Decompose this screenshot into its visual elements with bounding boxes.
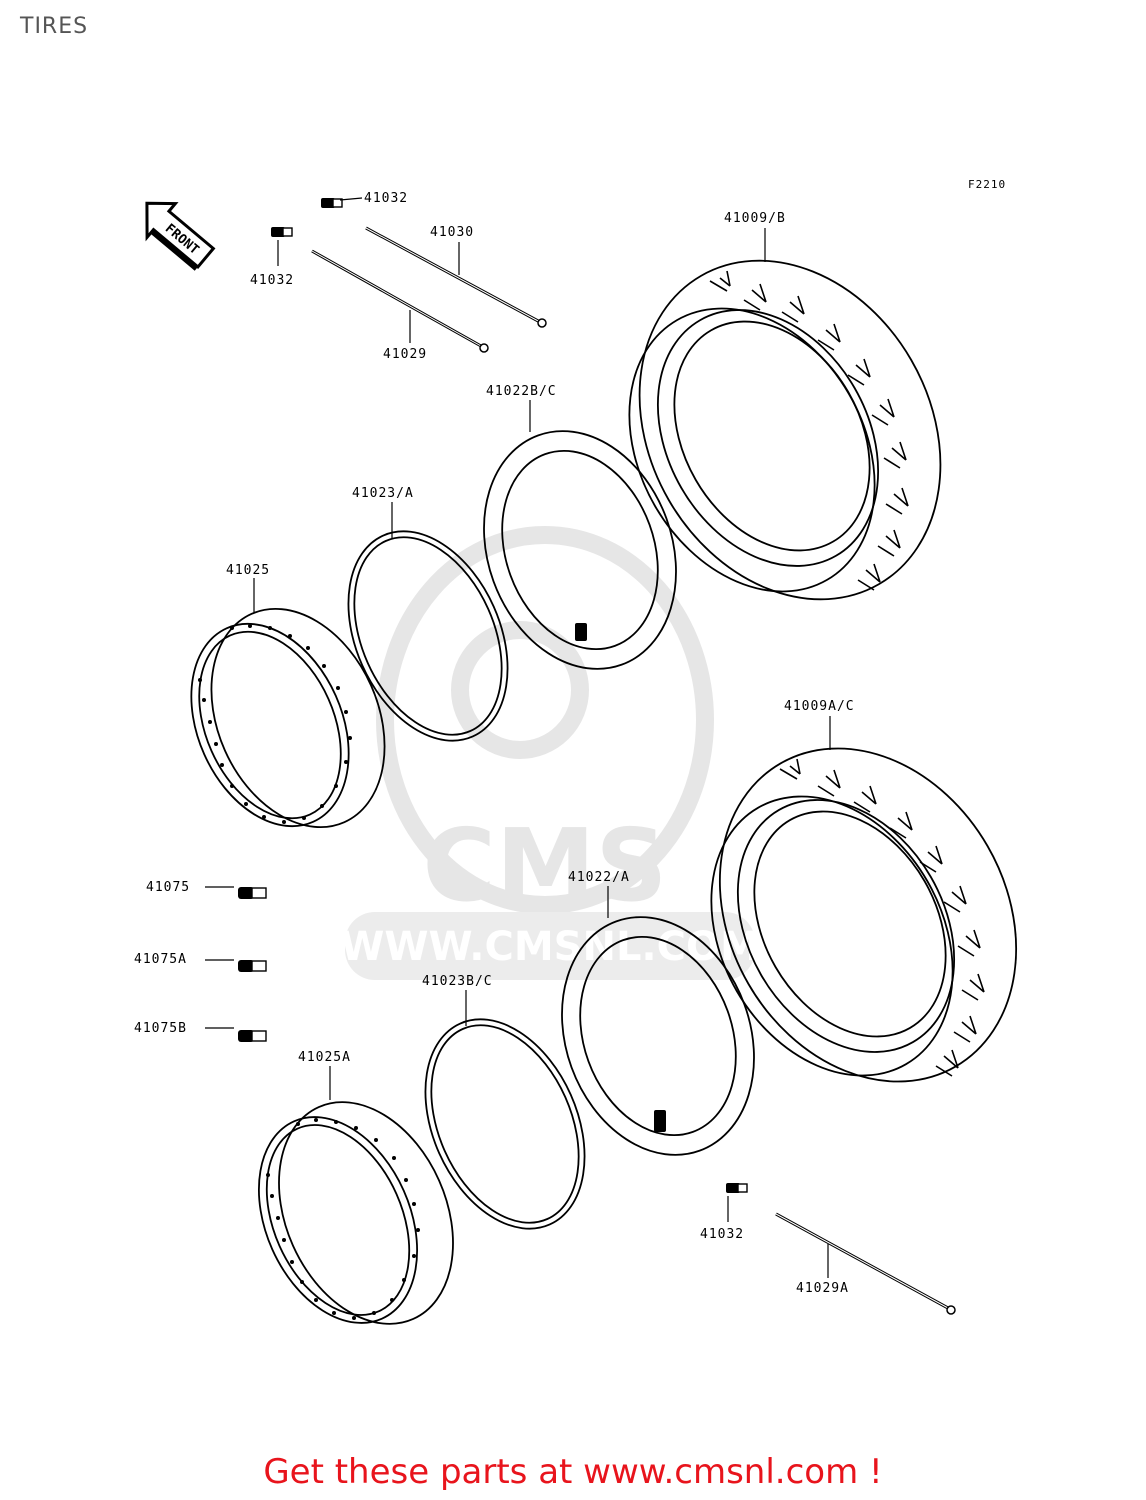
front-tube-41022-bc: [483, 430, 677, 670]
page-title: TIRES: [20, 14, 89, 39]
part-label-41032-left[interactable]: 41032: [250, 273, 294, 288]
valve-cap-bottom-icon: [725, 1182, 748, 1194]
spoke-41029: [311, 249, 489, 353]
part-label-41075b[interactable]: 41075B: [134, 1021, 187, 1036]
part-label-41029a[interactable]: 41029A: [796, 1281, 849, 1296]
part-label-41025[interactable]: 41025: [226, 563, 270, 578]
part-label-41032-top[interactable]: 41032: [364, 191, 408, 206]
watermark-url-bar: [345, 912, 755, 980]
part-label-41023-a[interactable]: 41023/A: [352, 486, 414, 501]
part-label-41022-a[interactable]: 41022/A: [568, 870, 630, 885]
part-label-41023-bc[interactable]: 41023B/C: [422, 974, 493, 989]
rear-tube-valve-icon: [654, 1110, 666, 1132]
front-rim-41025: [190, 607, 386, 829]
front-rim-band-41023-a: [347, 530, 509, 742]
spoke-41029a: [775, 1212, 956, 1315]
figure-code: F2210: [968, 178, 1006, 191]
tube-valve-icon: [575, 623, 587, 641]
part-label-41009-b[interactable]: 41009/B: [724, 211, 786, 226]
rear-tube-41022-a: [561, 916, 755, 1156]
front-tire-41009-b: [628, 259, 942, 601]
balance-weight-41075b-icon: [237, 1029, 267, 1043]
valve-cap-top-icon: [320, 197, 343, 209]
part-label-41025a[interactable]: 41025A: [298, 1050, 351, 1065]
part-label-41032-bottom[interactable]: 41032: [700, 1227, 744, 1242]
watermark-brand: CMS: [423, 807, 668, 924]
rear-rim-41025a: [258, 1101, 454, 1325]
part-label-41030[interactable]: 41030: [430, 225, 474, 240]
valve-cap-left-icon: [270, 226, 293, 238]
balance-weight-41075-icon: [237, 886, 267, 900]
cta-link[interactable]: Get these parts at www.cmsnl.com !: [263, 1452, 883, 1492]
part-label-41075[interactable]: 41075: [146, 880, 190, 895]
rear-tire-41009a-c: [710, 747, 1018, 1083]
rear-rim-band-41023-bc: [424, 1018, 586, 1230]
part-label-41029[interactable]: 41029: [383, 347, 427, 362]
tires-parts-diagram: CMS WWW.CMSNL.COM F2210 FRONT 41032 4103…: [134, 178, 1018, 1325]
spoke-41030: [365, 226, 547, 328]
part-label-41075a[interactable]: 41075A: [134, 952, 187, 967]
balance-weight-41075a-icon: [237, 959, 267, 973]
watermark-logo: [376, 526, 714, 914]
part-label-41022-bc[interactable]: 41022B/C: [486, 384, 557, 399]
leader-41032-top: [339, 197, 363, 201]
front-arrow-icon: FRONT: [145, 201, 216, 271]
watermark-url: WWW.CMSNL.COM: [340, 924, 760, 970]
watermark: CMS WWW.CMSNL.COM: [340, 526, 760, 980]
part-label-41009a-c[interactable]: 41009A/C: [784, 699, 855, 714]
